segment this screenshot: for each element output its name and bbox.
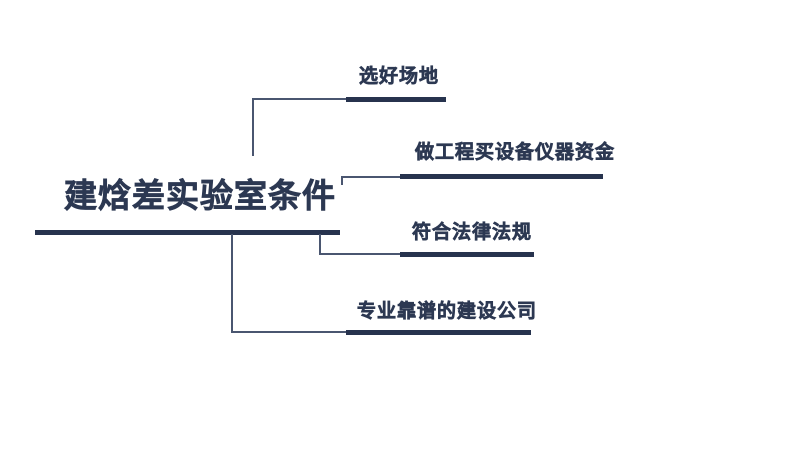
root-underline	[35, 230, 340, 235]
connector-branch2-vertical	[341, 176, 343, 185]
branch-topic-1[interactable]: 选好场地	[359, 66, 440, 88]
connector-branch4-vertical	[231, 234, 233, 333]
branch3-underline	[400, 252, 534, 257]
branch-topic-2[interactable]: 做工程买设备仪器资金	[415, 142, 616, 164]
root-topic[interactable]: 建焓差实验室条件	[64, 177, 336, 215]
branch-topic-3[interactable]: 符合法律法规	[412, 222, 533, 244]
branch-topic-4[interactable]: 专业靠谱的建设公司	[357, 301, 538, 323]
branch4-underline	[346, 330, 531, 335]
connector-branch2-horizontal	[341, 176, 401, 178]
connector-branch1-vertical	[252, 98, 254, 156]
connector-branch1-horizontal	[252, 98, 347, 100]
connector-branch3-horizontal	[319, 253, 401, 255]
branch1-underline	[346, 97, 446, 102]
connector-branch3-vertical	[319, 234, 321, 255]
connector-branch4-horizontal	[231, 331, 347, 333]
branch2-underline	[400, 174, 603, 179]
